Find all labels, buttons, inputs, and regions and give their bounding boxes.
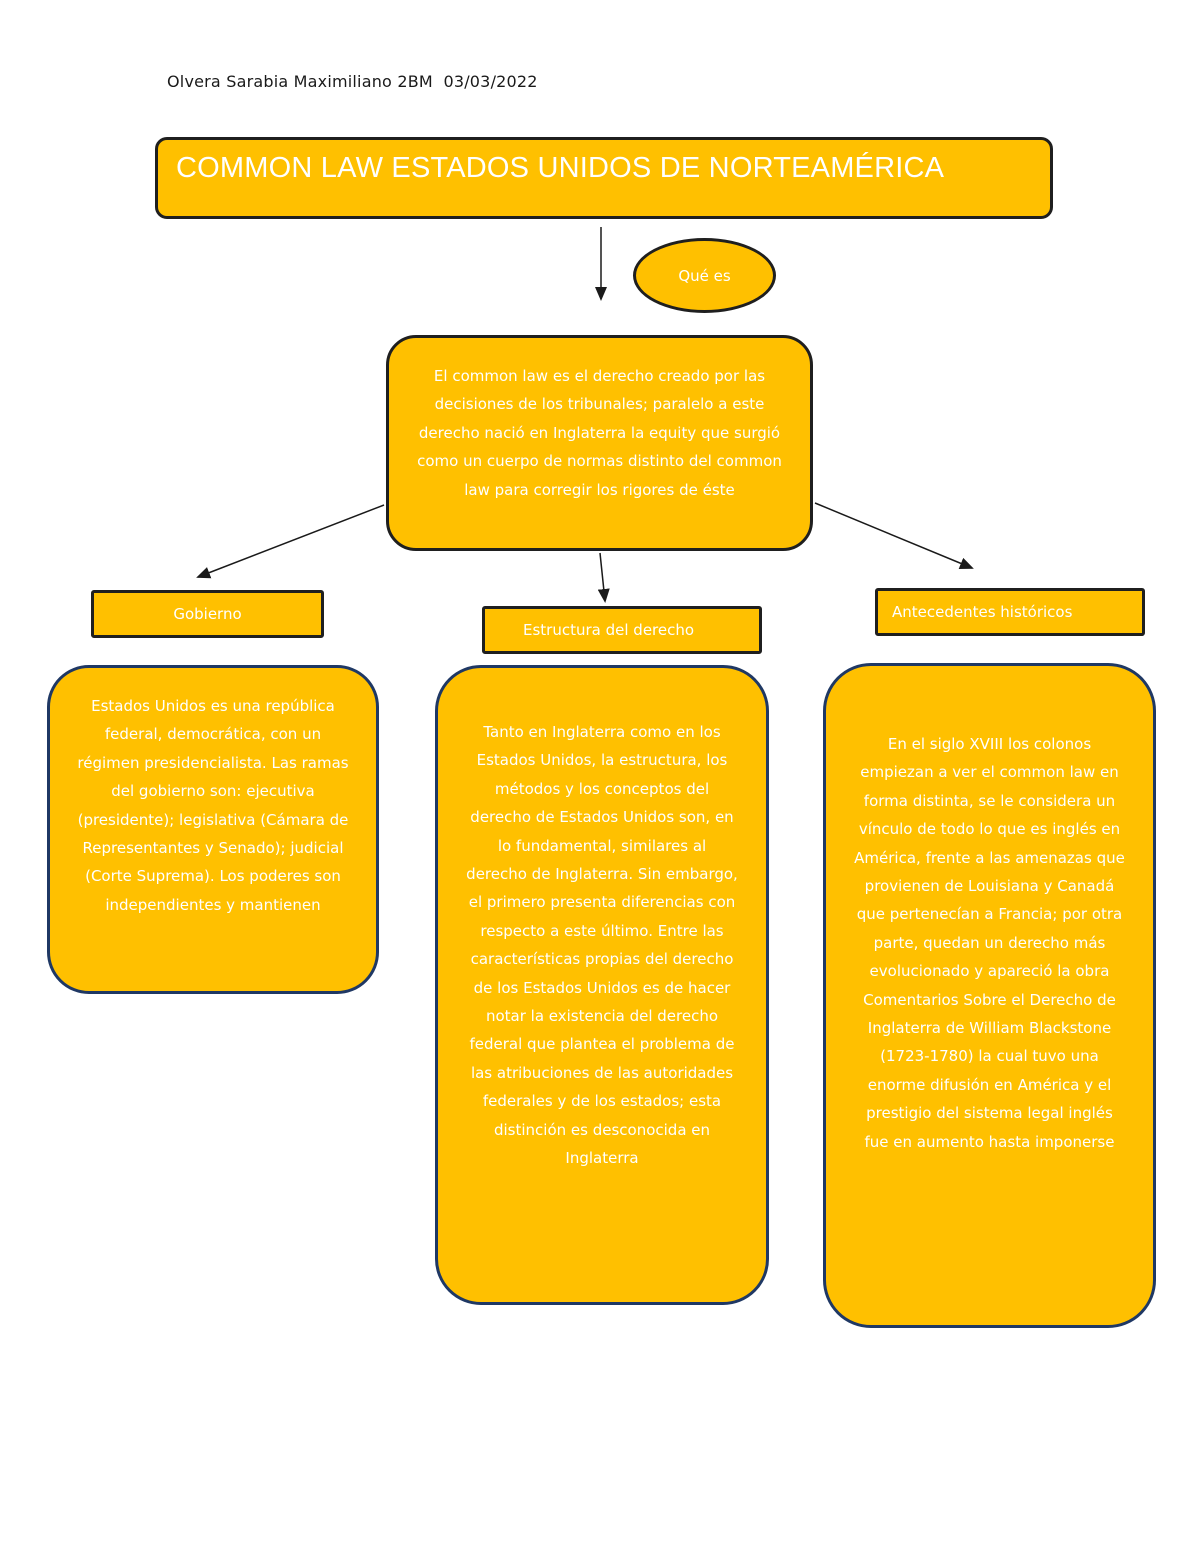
branch-card-text: Tanto en Inglaterra como en los Estados … [466, 723, 738, 1168]
diagram-title: COMMON LAW ESTADOS UNIDOS DE NORTEAMÉRIC… [176, 152, 945, 184]
branch-label-antecedentes: Antecedentes históricos [875, 588, 1145, 636]
question-oval: Qué es [633, 238, 776, 313]
branch-label-text: Gobierno [173, 605, 242, 623]
branch-card-text: En el siglo XVIII los colonos empiezan a… [854, 735, 1125, 1151]
arrow-to-antecedentes [814, 502, 974, 569]
branch-label-gobierno: Gobierno [91, 590, 324, 638]
branch-card-estructura: Tanto en Inglaterra como en los Estados … [435, 665, 769, 1305]
question-label: Qué es [678, 266, 731, 285]
definition-box: El common law es el derecho creado por l… [386, 335, 813, 551]
branch-label-estructura: Estructura del derecho [482, 606, 762, 654]
author-date-line: Olvera Sarabia Maximiliano 2BM 03/03/202… [167, 72, 538, 91]
branch-label-text: Estructura del derecho [523, 621, 695, 639]
branch-card-gobierno: Estados Unidos es una república federal,… [47, 665, 379, 994]
branch-label-text: Antecedentes históricos [892, 603, 1073, 621]
definition-text: El common law es el derecho creado por l… [417, 367, 782, 499]
branch-card-antecedentes: En el siglo XVIII los colonos empiezan a… [823, 663, 1156, 1328]
title-box: COMMON LAW ESTADOS UNIDOS DE NORTEAMÉRIC… [155, 137, 1053, 219]
branch-card-text: Estados Unidos es una república federal,… [77, 697, 349, 914]
arrow-to-estructura [597, 552, 610, 603]
arrow-to-gobierno [196, 504, 385, 579]
